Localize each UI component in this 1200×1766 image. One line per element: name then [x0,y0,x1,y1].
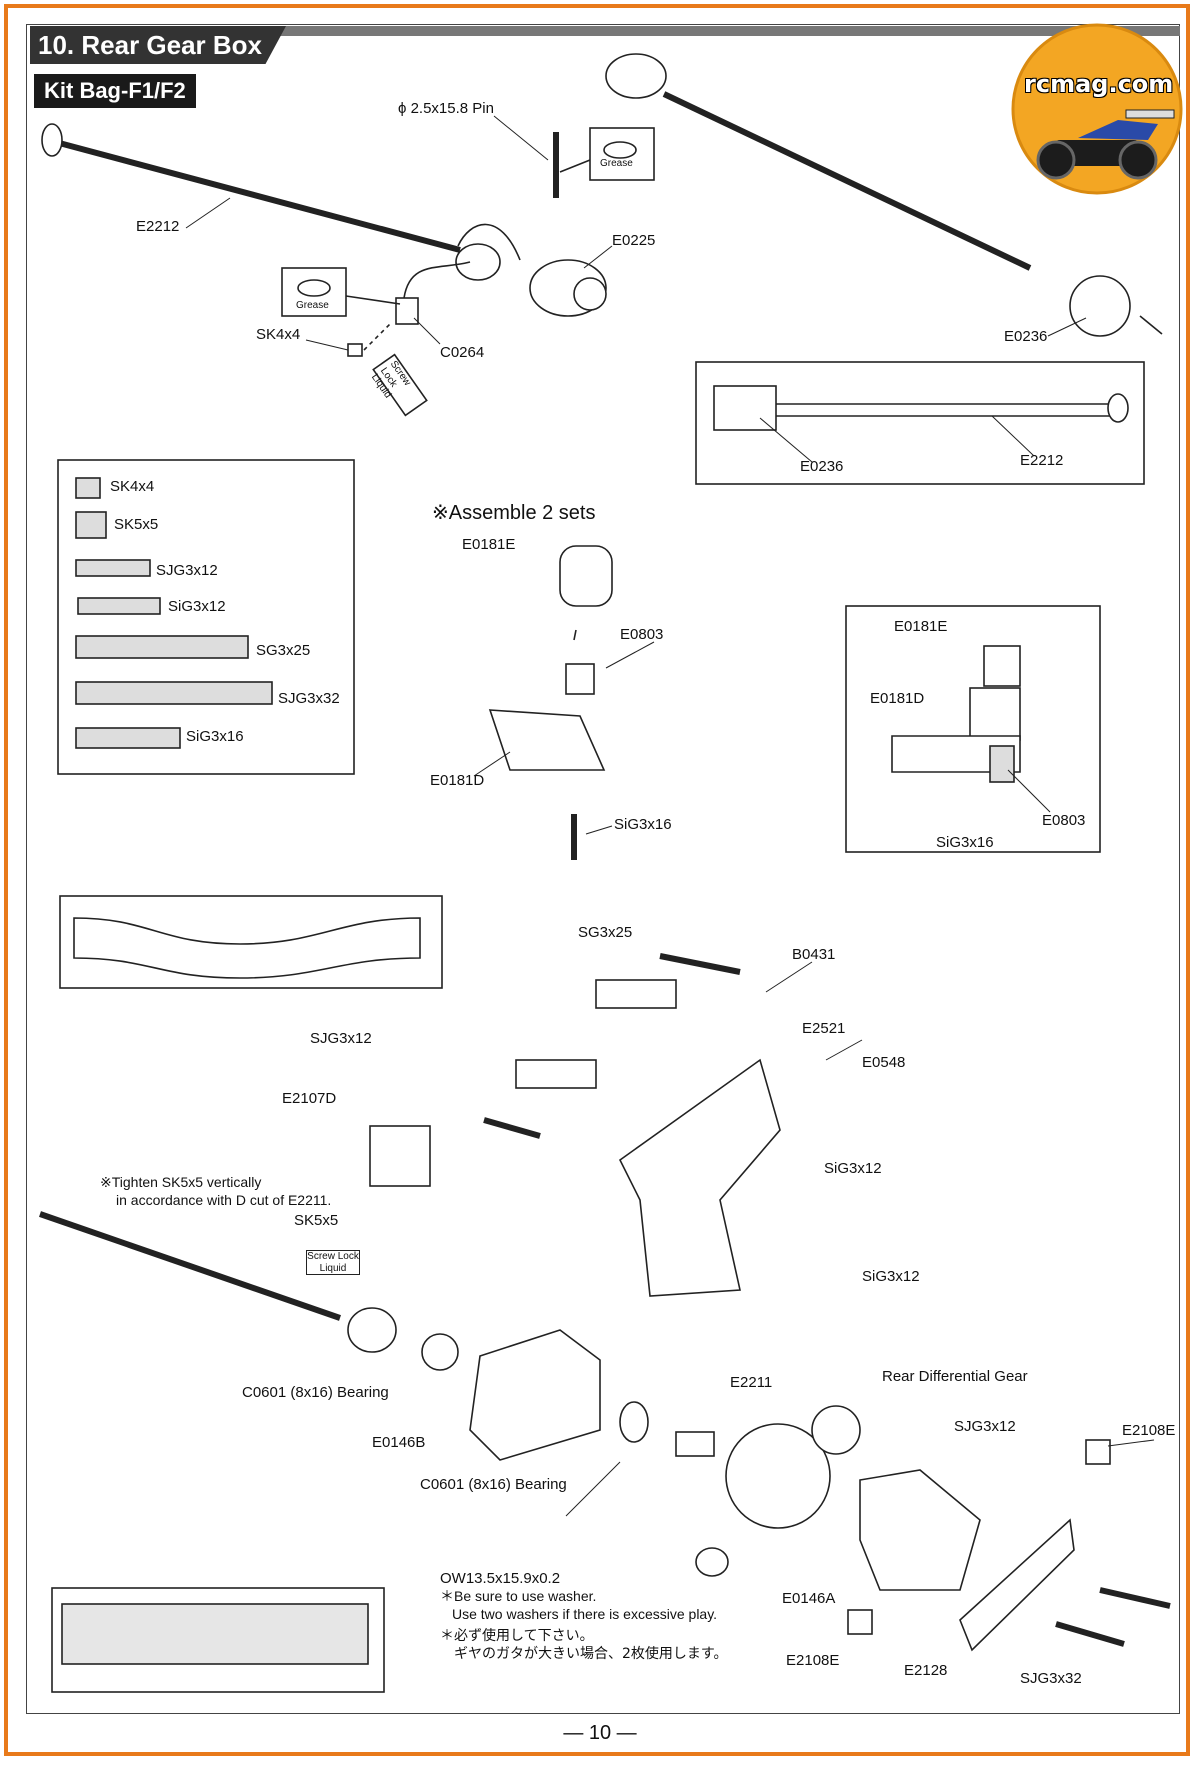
pin-label: ϕ 2.5x15.8 Pin [398,100,494,117]
e2107d-label: E2107D [282,1090,337,1107]
grease-label-a: Grease [600,158,633,169]
logo-brand: rcmag.com [1024,70,1174,98]
legend-sg3x25: SG3x25 [256,642,311,659]
legend-sk5x5: SK5x5 [114,516,159,533]
e2108e-label-b: E2108E [786,1652,840,1669]
sjg3x12-label-a: SJG3x12 [310,1030,372,1047]
sjg3x12-label-b: SJG3x12 [954,1418,1016,1435]
rcmag-logo [1011,23,1183,195]
inset-sig3x16-label: SiG3x16 [936,834,994,851]
e2521-label: E2521 [802,1020,846,1037]
inset-e2212-label: E2212 [1020,452,1064,469]
mid-e0181e-label: E0181E [462,536,516,553]
screwlock-label-bottom: Screw Lock Liquid [306,1250,360,1275]
inset-e0236-label: E0236 [800,458,844,475]
mid-sig3x16-label: SiG3x16 [614,816,672,833]
legend-sk4x4: SK4x4 [110,478,155,495]
sk5x5-label: SK5x5 [294,1212,339,1229]
legend-sig3x16: SiG3x16 [186,728,244,745]
c0264-label: C0264 [440,344,485,361]
washer-note-1: ＊Be sure to use washer. [440,1588,597,1604]
c0601-label-b: C0601 (8x16) Bearing [420,1476,567,1493]
e2108e-label-a: E2108E [1122,1422,1176,1439]
mid-e0803-label: E0803 [620,626,664,643]
sig3x12-label-b: SiG3x12 [862,1268,920,1285]
inset-e0803-label: E0803 [1042,812,1086,829]
e0146a-label: E0146A [782,1590,836,1607]
sig3x12-label-a: SiG3x12 [824,1160,882,1177]
page-frame [4,4,1190,1756]
title-rule [270,26,1180,36]
legend-sjg3x32: SJG3x32 [278,690,340,707]
legend-sjg3x12: SJG3x12 [156,562,218,579]
rear-diff-label: Rear Differential Gear [882,1368,1028,1385]
c0601-label-a: C0601 (8x16) Bearing [242,1384,389,1401]
b0431-label: B0431 [792,946,836,963]
kit-bag-label: Kit Bag-F1/F2 [34,74,196,108]
inset-e0181d-label: E0181D [870,690,925,707]
tighten-note-2: in accordance with D cut of E2211. [116,1192,332,1208]
section-title: 10. Rear Gear Box [30,26,286,64]
sjg3x32-label: SJG3x32 [1020,1670,1082,1687]
e0548-label: E0548 [862,1054,906,1071]
content-border [26,24,1180,1714]
mid-e0181d-label: E0181D [430,772,485,789]
ow-washer-label: OW13.5x15.9x0.2 [440,1570,561,1587]
e0225-label: E0225 [612,232,656,249]
legend-sig3x12: SiG3x12 [168,598,226,615]
washer-note-4: ギヤのガタが大きい場合、2枚使用します。 [454,1646,728,1662]
page-number: — 10 — [563,1722,637,1744]
grease-label-b: Grease [296,300,329,311]
washer-note-3: ＊必ず使用して下さい。 [440,1628,594,1644]
sg3x25-label: SG3x25 [578,924,633,941]
washer-note-2: Use two washers if there is excessive pl… [452,1606,718,1622]
sk4x4-label: SK4x4 [256,326,301,343]
e0236-label-top: E0236 [1004,328,1048,345]
tighten-note-1: ※Tighten SK5x5 vertically [100,1174,262,1190]
e2211-label: E2211 [730,1374,773,1391]
e2212-label: E2212 [136,218,180,235]
e2128-label: E2128 [904,1662,948,1679]
assemble-note: ※Assemble 2 sets [432,502,596,524]
e0146b-label: E0146B [372,1434,426,1451]
inset-e0181e-label: E0181E [894,618,948,635]
